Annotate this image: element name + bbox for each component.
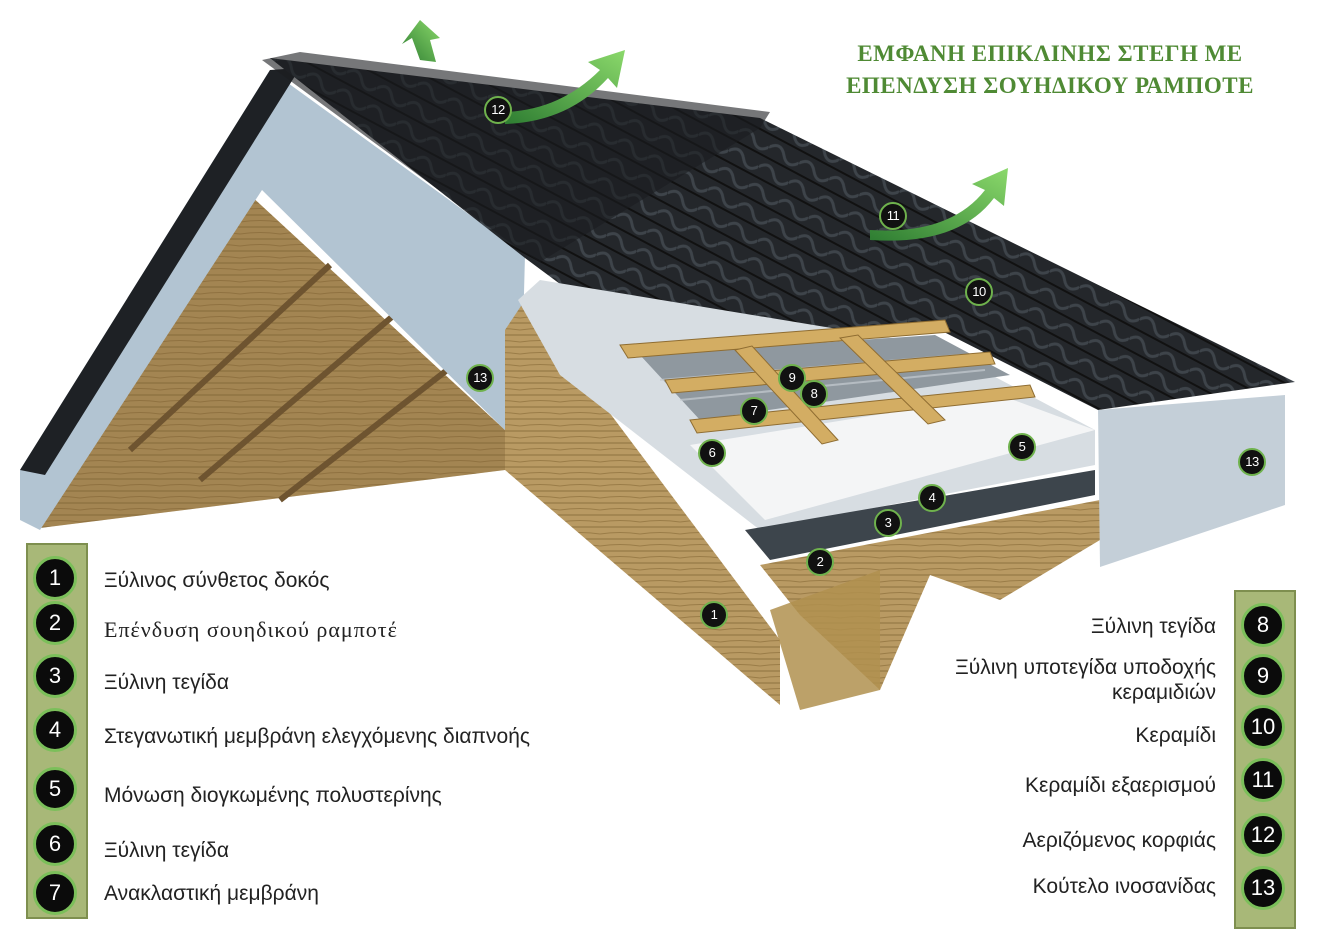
legend-badge-11: 11 bbox=[1241, 758, 1285, 802]
legend-label-3: Ξύλινη τεγίδα bbox=[104, 671, 229, 694]
gable-fascia-board bbox=[20, 70, 525, 530]
vent-arrow-icon bbox=[402, 20, 440, 62]
marker-10: 10 bbox=[965, 278, 993, 306]
legend-badge-10: 10 bbox=[1241, 705, 1285, 749]
legend-badge-12: 12 bbox=[1241, 813, 1285, 857]
insulation-top bbox=[690, 395, 1095, 520]
legend-label-5: Μόνωση διογκωμένης πολυστερίνης bbox=[104, 784, 442, 807]
composite-beams bbox=[770, 570, 880, 710]
legend-badge-7: 7 bbox=[33, 871, 77, 915]
roof-ridge bbox=[262, 52, 770, 262]
legend-label-1: Ξύλινος σύνθετος δοκός bbox=[104, 569, 330, 592]
legend-badge-6: 6 bbox=[33, 822, 77, 866]
marker-12: 12 bbox=[484, 96, 512, 124]
marker-13-gable: 13 bbox=[466, 364, 494, 392]
legend-label-12: Αεριζόμενος κορφιάς bbox=[1022, 829, 1216, 852]
legend-label-4: Στεγανωτική μεμβράνη ελεγχόμενης διαπνοή… bbox=[104, 725, 531, 748]
marker-2: 2 bbox=[806, 548, 834, 576]
legend-badge-2: 2 bbox=[33, 601, 77, 645]
marker-4: 4 bbox=[918, 484, 946, 512]
marker-5: 5 bbox=[1008, 433, 1036, 461]
waterproof-membrane-layer bbox=[745, 470, 1095, 560]
legend-badge-3: 3 bbox=[33, 654, 77, 698]
diagram-title: ΕΜΦΑΝΗ ΕΠΙΚΛΙΝΗΣ ΣΤΕΓΗ ΜΕ ΕΠΕΝΔΥΣΗ ΣΟΥΗΔ… bbox=[800, 38, 1300, 102]
marker-7: 7 bbox=[740, 397, 768, 425]
legend-label-9-line-1: Ξύλινη υποτεγίδα υποδοχής bbox=[955, 656, 1216, 679]
legend-label-10: Κεραμίδι bbox=[1135, 724, 1216, 747]
legend-badge-9: 9 bbox=[1241, 654, 1285, 698]
tile-battens bbox=[619, 319, 1036, 445]
legend-label-2: Επένδυση σουηδικού ραμποτέ bbox=[104, 617, 398, 642]
title-line-1: ΕΜΦΑΝΗ ΕΠΙΚΛΙΝΗΣ ΣΤΕΓΗ ΜΕ bbox=[857, 41, 1243, 66]
legend-label-6: Ξύλινη τεγίδα bbox=[104, 839, 229, 862]
legend-badge-4: 4 bbox=[33, 708, 77, 752]
vent-arrow-icon bbox=[505, 50, 625, 124]
vent-arrow-icon bbox=[870, 168, 1008, 241]
legend-badge-5: 5 bbox=[33, 767, 77, 811]
marker-13-fascia: 13 bbox=[1238, 448, 1266, 476]
legend-label-7: Ανακλαστική μεμβράνη bbox=[104, 882, 319, 905]
legend-badge-8: 8 bbox=[1241, 603, 1285, 647]
legend-badge-1: 1 bbox=[33, 556, 77, 600]
marker-11: 11 bbox=[879, 202, 907, 230]
marker-6: 6 bbox=[698, 439, 726, 467]
legend-badge-13: 13 bbox=[1241, 866, 1285, 910]
end-fascia-panel bbox=[1098, 395, 1285, 567]
legend-label-11: Κεραμίδι εξαερισμού bbox=[1025, 774, 1216, 797]
gable-underside-boarding bbox=[40, 195, 505, 528]
marker-1: 1 bbox=[700, 601, 728, 629]
legend-label-9-line-2: κεραμιδιών bbox=[1112, 681, 1216, 704]
legend-label-13: Κούτελο ινοσανίδας bbox=[1032, 875, 1216, 898]
title-line-2: ΕΠΕΝΔΥΣΗ ΣΟΥΗΔΙΚΟΥ ΡΑΜΠΟΤΕ bbox=[846, 73, 1254, 98]
legend-label-8: Ξύλινη τεγίδα bbox=[1091, 615, 1216, 638]
marker-8: 8 bbox=[800, 380, 828, 408]
gable-fascia-edge bbox=[20, 68, 300, 475]
marker-3: 3 bbox=[874, 509, 902, 537]
